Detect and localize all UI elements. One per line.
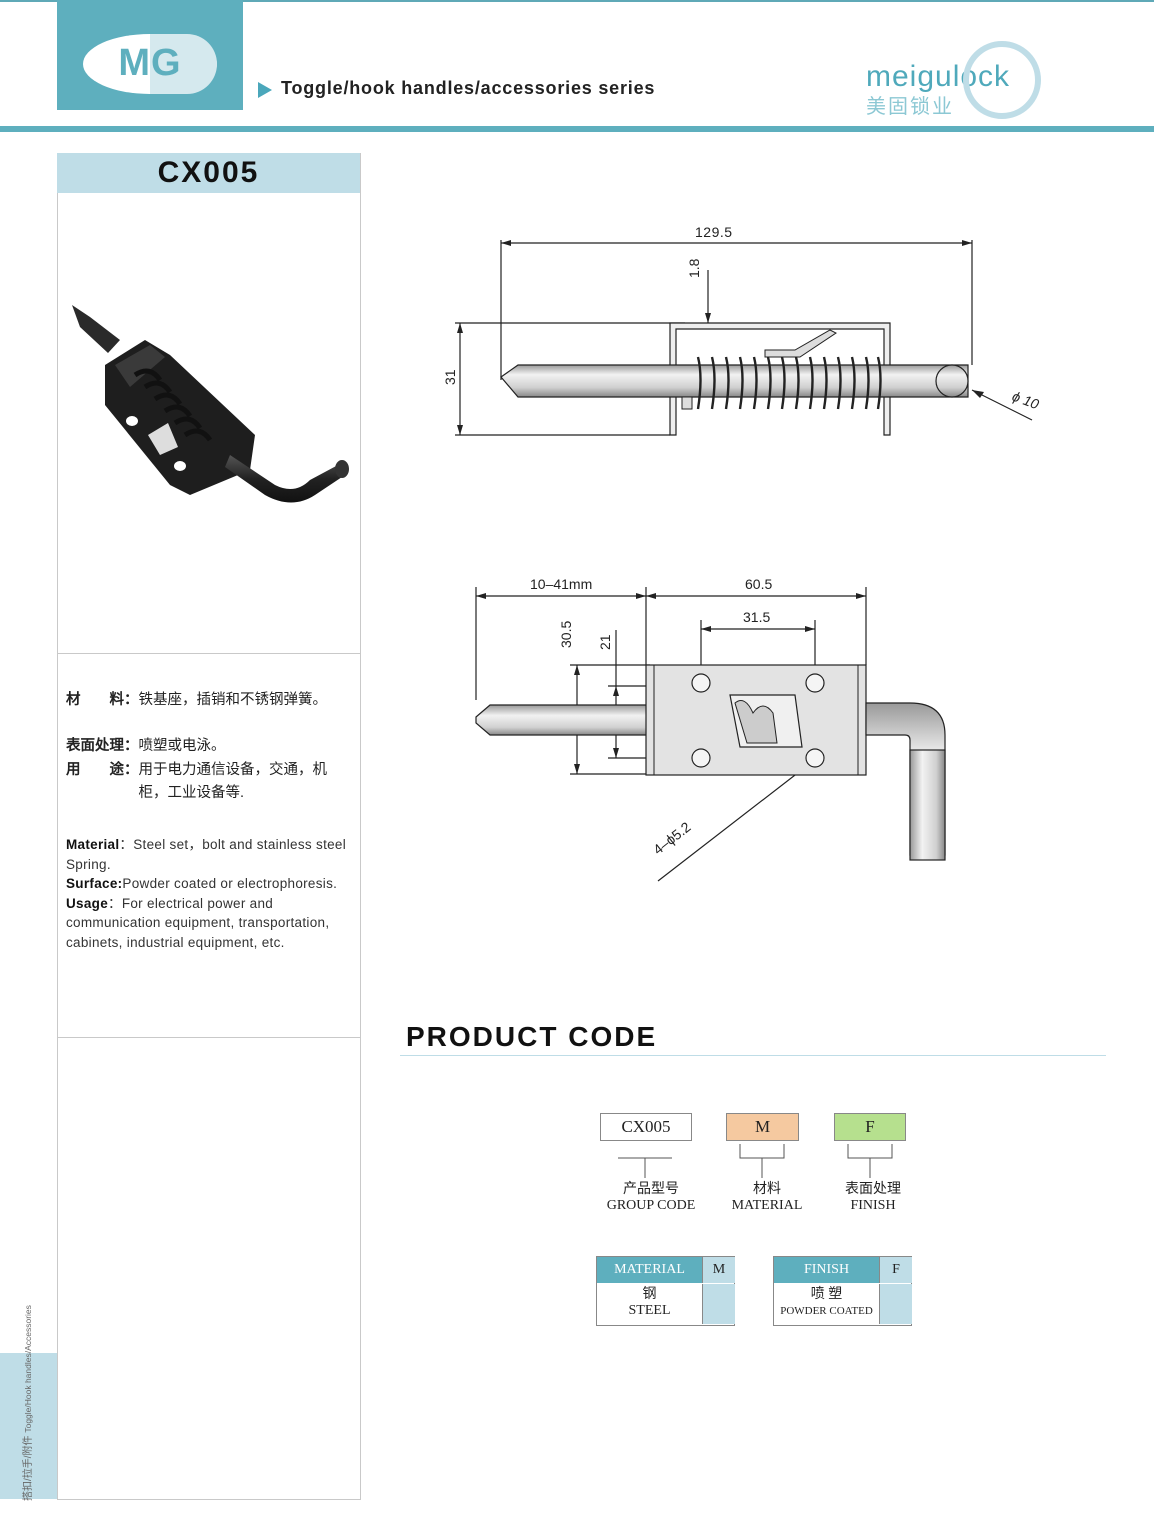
material-table-code-cell — [702, 1284, 735, 1324]
brand-logo-mg: MG — [83, 34, 217, 94]
spec-en-surface: Surface:Powder coated or electrophoresis… — [66, 874, 356, 894]
dim-base-height: 30.5 — [558, 620, 574, 648]
triangle-bullet-icon — [258, 82, 272, 98]
spec-cn-material-label: 材 料： — [66, 692, 139, 708]
material-code-box: M — [726, 1113, 799, 1141]
company-logo-en: meigulock — [866, 60, 1011, 93]
material-value-cn: 钢 — [642, 1287, 657, 1302]
header-bar — [0, 126, 1154, 132]
finish-table-value: 喷 塑 POWDER COATED — [774, 1284, 879, 1327]
material-value-en: STEEL — [628, 1303, 671, 1318]
spec-cn-usage-value: 用于电力通信设备，交通，机柜，工业设备等. — [138, 762, 328, 801]
logo-ring-icon — [963, 41, 1041, 119]
spec-en-surface-label: Surface: — [66, 876, 123, 892]
product-code-title: PRODUCT CODE — [406, 1021, 658, 1052]
panel-divider-lower — [57, 1037, 360, 1038]
series-title: Toggle/hook handles/accessories series — [281, 78, 656, 98]
group-code-box: CX005 — [600, 1113, 692, 1141]
finish-table-code-cell — [879, 1284, 912, 1324]
code-connectors — [618, 1144, 893, 1178]
material-cn: 材料 — [753, 1182, 781, 1197]
spec-panel — [57, 153, 361, 1500]
spec-cn-surface-label: 表面处理： — [66, 738, 139, 754]
product-code-heading: CX005 — [57, 153, 360, 193]
spec-en-usage: Usage：For electrical power and communica… — [66, 894, 356, 953]
side-tab-cn: 搭扣/拉手/附件 — [23, 1435, 34, 1501]
spec-en-material: Material：Steel set，bolt and stainless st… — [66, 835, 356, 874]
spec-en-surface-value: Powder coated or electrophoresis. — [122, 876, 338, 892]
material-table-code: M — [702, 1257, 735, 1283]
spec-en-usage-label: Usage — [66, 895, 109, 911]
dim-hole-spacing-v: 21 — [597, 634, 613, 650]
material-table-header: MATERIAL — [597, 1257, 702, 1283]
spec-cn-surface: 表面处理：喷塑或电泳。 — [66, 735, 346, 758]
dim-hole-spacing-h: 31.5 — [743, 609, 771, 625]
drawing-top-view — [475, 587, 946, 882]
spec-cn-usage: 用 途：用于电力通信设备，交通，机柜，工业设备等. — [66, 759, 346, 805]
side-tab — [0, 1353, 57, 1499]
company-logo-cn: 美固锁业 — [866, 96, 954, 118]
group-code-cn: 产品型号 — [623, 1182, 679, 1197]
dim-length: 129.5 — [695, 224, 733, 240]
dim-stroke: 10–41mm — [530, 576, 593, 592]
panel-divider — [57, 653, 360, 654]
finish-en: FINISH — [850, 1198, 896, 1213]
spec-en-usage-value: ：For electrical power and communication … — [66, 895, 330, 950]
material-caption: 材料 MATERIAL — [712, 1182, 822, 1214]
finish-cn: 表面处理 — [845, 1182, 901, 1197]
finish-code-box: F — [834, 1113, 906, 1141]
top-rule — [0, 0, 1154, 2]
product-photo — [72, 305, 349, 503]
spec-cn-material: 材 料：铁基座，插销和不锈钢弹簧。 — [66, 689, 346, 712]
finish-table: FINISH F 喷 塑 POWDER COATED — [773, 1256, 912, 1326]
dim-thickness: 1.8 — [686, 258, 702, 278]
finish-table-code: F — [879, 1257, 912, 1283]
material-en: MATERIAL — [731, 1198, 803, 1213]
product-code-rule — [400, 1055, 1106, 1056]
spec-en-material-value: ：Steel set，bolt and stainless steel Spri… — [66, 837, 347, 872]
group-code-en: GROUP CODE — [606, 1198, 696, 1213]
material-table: MATERIAL M 钢 STEEL — [596, 1256, 735, 1326]
side-tab-en: Toggle/Hook handles/Accessories — [23, 1305, 33, 1433]
dim-base-length: 60.5 — [745, 576, 773, 592]
spec-en: Material：Steel set，bolt and stainless st… — [66, 835, 356, 953]
finish-table-header: FINISH — [774, 1257, 879, 1283]
dim-height: 31 — [442, 369, 458, 385]
finish-value-cn: 喷 塑 — [810, 1287, 843, 1302]
material-table-value: 钢 STEEL — [597, 1284, 702, 1327]
group-code-caption: 产品型号 GROUP CODE — [596, 1182, 706, 1214]
finish-value-en: POWDER COATED — [780, 1305, 873, 1317]
finish-caption: 表面处理 FINISH — [818, 1182, 928, 1214]
spec-cn-surface-value: 喷塑或电泳。 — [138, 738, 226, 754]
spec-cn-material-value: 铁基座，插销和不锈钢弹簧。 — [138, 692, 328, 708]
spec-cn-usage-label: 用 途： — [66, 762, 139, 778]
spec-en-material-label: Material — [66, 837, 120, 852]
brand-mark-text: MG — [118, 42, 182, 84]
side-tab-label: 搭扣/拉手/附件 Toggle/Hook handles/Accessories — [19, 1305, 39, 1501]
drawing-side-view — [455, 240, 1033, 436]
